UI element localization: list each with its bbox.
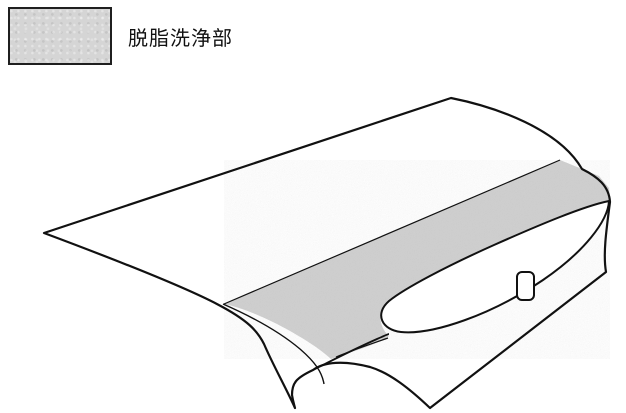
spoiler-opening (380, 199, 611, 334)
lower-side-contour (312, 333, 390, 371)
lower-front-arc (335, 337, 389, 358)
lock-icon (516, 271, 535, 301)
degreasing-zone-texture (224, 160, 610, 359)
legend-swatch (8, 7, 112, 65)
trunk-lid-outline (42, 96, 612, 410)
legend-label: 脱脂洗浄部 (128, 25, 233, 50)
left-lower-edge (222, 303, 325, 385)
legend: 脱脂洗浄部 (8, 7, 233, 65)
lid-upper-crease (223, 159, 561, 305)
